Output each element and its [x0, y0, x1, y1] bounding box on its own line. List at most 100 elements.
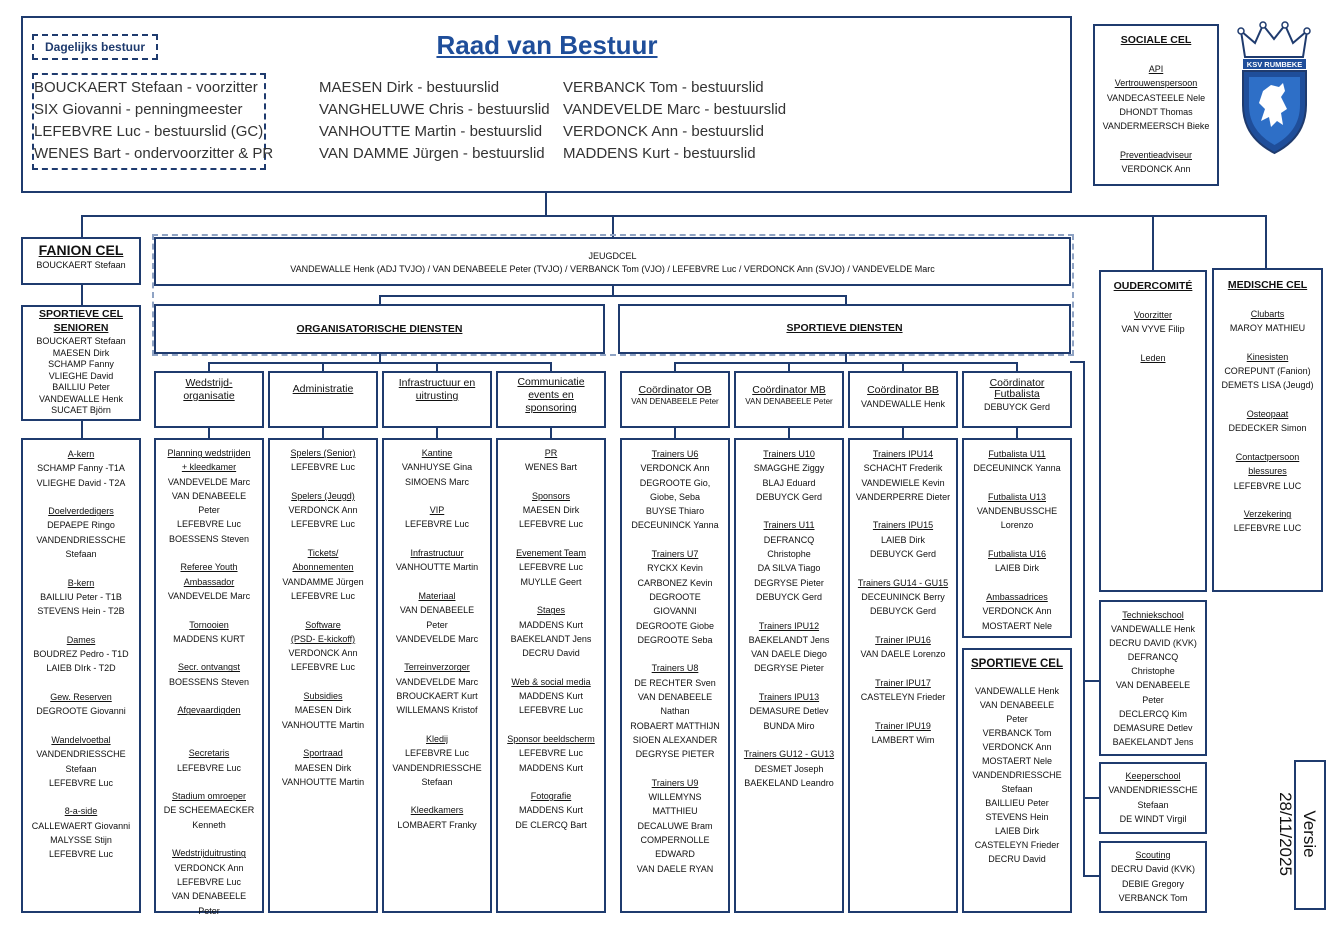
list-line: BROUCKAERT Kurt: [396, 691, 478, 702]
list-line: SCHACHT Frederik: [863, 463, 943, 474]
list-line: [496, 718, 606, 732]
list-line: LAIEB DIrk - T2D: [46, 663, 116, 674]
list-line: Peter: [1142, 694, 1164, 705]
list-line: BAILLIU Peter - T1B: [40, 591, 122, 602]
header-coordinator-bb: [848, 371, 958, 428]
list-line: LAIEB Dirk: [880, 534, 925, 545]
list-line: DECEUNINCK Yanna: [631, 520, 719, 531]
list-line: DEBIE Gregory: [1121, 878, 1185, 889]
list-line: DEBUYCK Gerd: [869, 606, 937, 617]
board-member: VERBANCK Tom - bestuurslid: [563, 79, 764, 96]
list-line: Christophe: [1131, 666, 1175, 677]
list-line: DEGROOTE: [649, 591, 701, 602]
list-line: Trainers U11: [763, 520, 815, 531]
list-line: Osteopaat: [1246, 409, 1289, 420]
list-line: LEFEBVRE Luc: [48, 849, 114, 860]
list-line: VANDEWALLE Henk: [1110, 624, 1196, 635]
list-line: Web & social media: [511, 676, 591, 687]
list-line: [1212, 436, 1323, 450]
board-member: MADDENS Kurt - bestuurslid: [563, 145, 756, 162]
list-line: VAN DENABEELE: [979, 700, 1055, 710]
list-line: VAN DENABEELE: [171, 490, 247, 501]
connector-line: [208, 427, 210, 439]
list-line: MALYSSE Stijn: [50, 835, 112, 846]
list-line: VAN DENABEELE: [399, 605, 475, 616]
list-line: VAN DAELE RYAN: [636, 863, 714, 874]
list-line: [154, 546, 264, 560]
board-member: VANGHELUWE Chris - bestuurslid: [319, 101, 550, 118]
list-line: PR: [544, 448, 558, 458]
list-line: VANDENBUSSCHE: [976, 506, 1058, 517]
list-line: VERDONCK Ann: [640, 463, 710, 474]
list-line: Trainers U8: [651, 663, 699, 674]
list-line: SUCAET Björn: [51, 405, 111, 415]
list-line: Terreinverzorger: [404, 662, 470, 673]
connector-line: [322, 427, 324, 439]
connector-line: [436, 362, 438, 372]
organisatorische-diensten-box: [154, 304, 605, 354]
list-line: LOMBAERT Franky: [397, 819, 477, 830]
list-line: VLIEGHE David: [48, 370, 114, 381]
connector-line: [788, 427, 790, 439]
list-line: VERDONCK Ann: [982, 606, 1052, 617]
connector-line: [674, 427, 676, 439]
dagelijks-bestuur-box: [32, 73, 266, 170]
connector-line: [845, 295, 847, 305]
list-line: Trainers U6: [651, 449, 699, 459]
sportieve-cel-senioren-subtitle: SENIOREN: [53, 322, 109, 334]
list-line: [1093, 133, 1219, 147]
list-line: Sponsor beeldscherm: [507, 733, 595, 744]
list-line: [848, 561, 958, 575]
list-line: Wedstrijduitrusting: [172, 848, 246, 859]
list-line: Coördinator OB: [638, 384, 712, 396]
list-line: LEFEBVRE Luc: [404, 748, 470, 759]
list-line: VANDERPERRE Dieter: [855, 491, 951, 502]
connector-line: [208, 362, 210, 372]
list-line: Ambassadrices: [986, 591, 1048, 602]
list-line: [848, 619, 958, 633]
list-line: VANHOUTTE Martin: [395, 562, 479, 573]
list-line: Fotografie: [530, 791, 572, 802]
board-member: SIX Giovanni - penningmeester: [34, 101, 243, 118]
list-line: VERDONCK Ann: [982, 742, 1052, 752]
version-box: [1294, 760, 1326, 910]
list-line: VANHOUTTE Martin: [281, 719, 365, 730]
list-line: Tickets/: [307, 548, 339, 559]
list-line: Coördinator BB: [867, 384, 939, 396]
list-line: DE WINDT Virgil: [1119, 813, 1187, 824]
list-line: VAN VYVE Filip: [1121, 324, 1185, 335]
list-line: SCHAMP Fanny -T1A: [37, 463, 125, 474]
list-line: DEFRANCQ: [1127, 652, 1179, 663]
connector-line: [550, 362, 552, 372]
list-line: VANDEWALLE Henk: [974, 686, 1060, 696]
list-line: LEFEBVRE Luc: [176, 762, 242, 773]
jeugdcel-group: [152, 234, 1074, 356]
fanion-cel-name: BOUCKAERT Stefaan: [36, 260, 126, 270]
list-line: Spelers (Jeugd): [291, 490, 355, 501]
list-line: VANHOUTTE Martin: [281, 776, 365, 787]
list-line: MAESEN Dirk: [52, 347, 110, 358]
list-line: [1212, 493, 1323, 507]
list-line: Trainers IPU14: [872, 449, 934, 459]
connector-line: [81, 215, 83, 238]
column-infrastructuur: [382, 438, 492, 913]
list-line: COMPERNOLLE: [640, 835, 710, 846]
list-line: DE SCHEEMAECKER: [163, 805, 255, 816]
list-line: Trainers IPU12: [758, 620, 820, 631]
list-line: BOUDREZ Pedro - T1D: [33, 649, 129, 660]
list-line: Vertrouwenspersoon: [1114, 78, 1198, 89]
list-line: Afgevaardigden: [177, 705, 241, 716]
list-line: ROBAERT MATTHIJN: [630, 720, 720, 731]
list-line: events en: [528, 389, 574, 401]
connector-line: [1016, 362, 1018, 372]
sociale-cel-title: SOCIALE CEL: [1120, 34, 1192, 46]
list-line: VAN DAELE Diego: [751, 649, 827, 660]
list-line: Tornooien: [189, 619, 229, 630]
list-line: [962, 533, 1072, 547]
list-line: LEFEBVRE Luc: [290, 662, 356, 673]
